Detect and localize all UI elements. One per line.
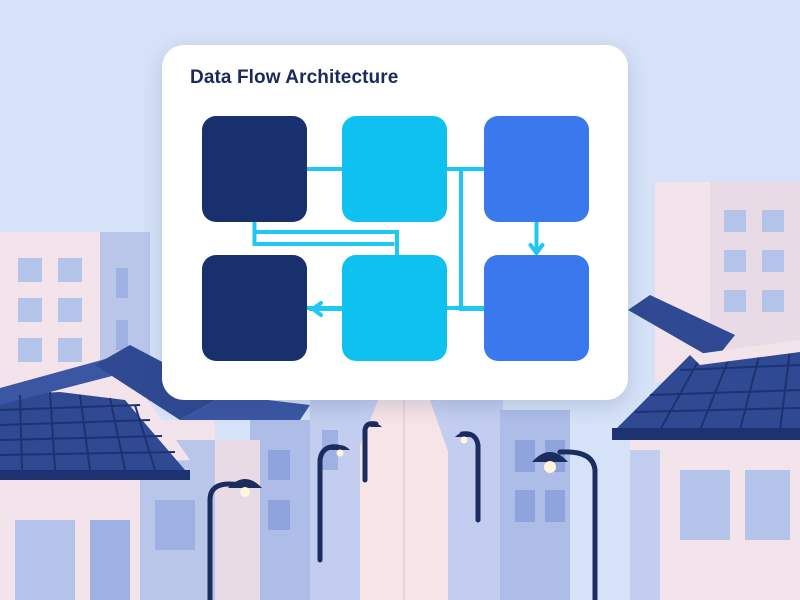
node-n6 bbox=[484, 255, 589, 361]
flow-diagram bbox=[202, 116, 589, 361]
node-n4 bbox=[202, 255, 307, 361]
nodes bbox=[202, 116, 589, 361]
house-left-back-roof bbox=[95, 345, 310, 420]
diagram-card: Data Flow Architecture bbox=[162, 45, 628, 400]
node-n3 bbox=[484, 116, 589, 222]
edge-n6-n5-line bbox=[447, 167, 484, 311]
edge-n5-n4-arrowhead bbox=[311, 301, 323, 317]
house-left bbox=[0, 355, 215, 600]
node-n5 bbox=[342, 255, 447, 361]
card-title: Data Flow Architecture bbox=[190, 67, 399, 88]
far-building-right bbox=[655, 182, 800, 382]
lamp-bulbs bbox=[240, 436, 556, 497]
node-n2 bbox=[342, 116, 447, 222]
mid-buildings-right bbox=[448, 400, 570, 600]
edge-n3-n6-arrow bbox=[528, 243, 545, 255]
edge-n1-n5-b bbox=[254, 230, 399, 255]
house-right bbox=[612, 295, 800, 600]
edge-n1-n5 bbox=[252, 222, 395, 246]
lamp-heads bbox=[228, 424, 568, 488]
node-n1 bbox=[202, 116, 307, 222]
